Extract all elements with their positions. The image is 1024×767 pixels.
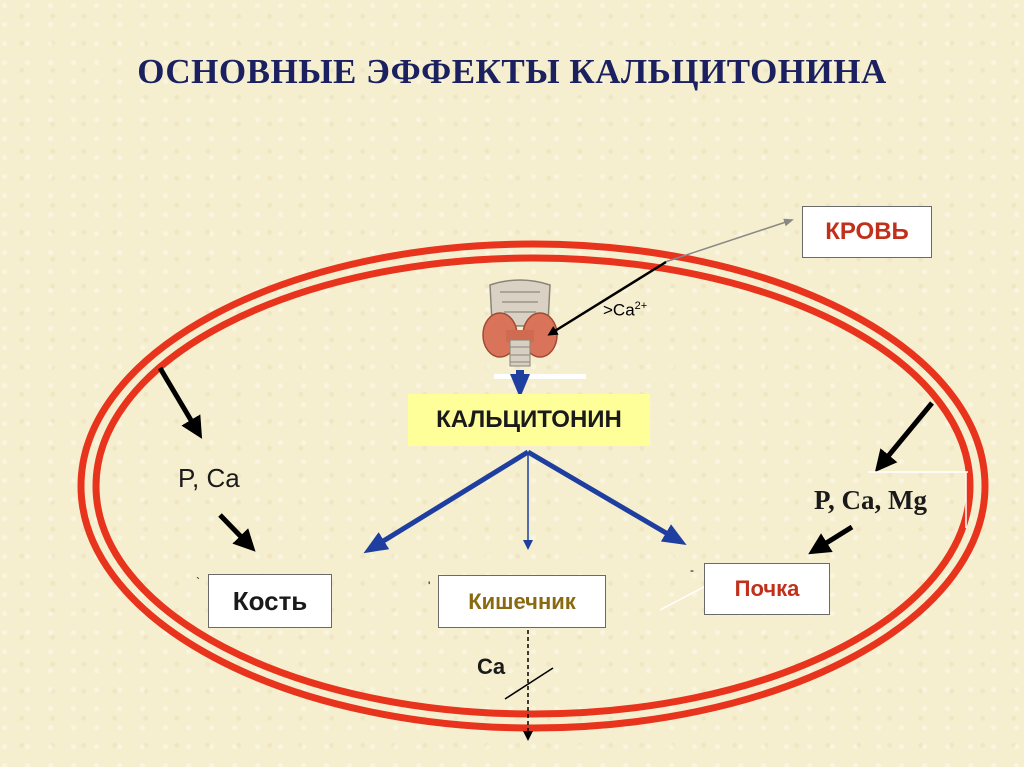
bone-label: Кость	[232, 585, 308, 616]
intestine-label: Кишечник	[468, 588, 576, 614]
ca-to-gland-arrow	[547, 260, 667, 336]
thyroid-gland-icon	[482, 279, 558, 367]
hormone-to-kidney-arrow	[526, 449, 687, 546]
blood-label: КРОВЬ	[825, 218, 909, 245]
kidney-label: Почка	[734, 576, 800, 601]
bone-tick: `	[196, 575, 200, 589]
hormone-box: КАЛЬЦИТОНИН	[408, 394, 650, 446]
left-upper-arrow	[157, 366, 203, 439]
outer-ellipse	[77, 240, 989, 732]
right-ions-label: P, Ca, Mg	[814, 485, 927, 515]
bottom-calcium-label: Ca	[477, 654, 506, 679]
blood-calcium-label: >Ca2+	[603, 300, 647, 321]
right-lower-arrow	[808, 524, 854, 555]
inner-ellipse	[92, 254, 974, 718]
intestine-tick: '	[428, 579, 430, 593]
blood-box: КРОВЬ	[802, 206, 932, 258]
kidney-box: Почка	[704, 563, 830, 615]
hormone-label: КАЛЬЦИТОНИН	[436, 406, 622, 433]
ca-block-line	[504, 667, 554, 700]
left-ions-label: P, Ca	[178, 463, 240, 493]
blood-pointer-line	[664, 218, 794, 263]
bone-box: Кость	[208, 574, 332, 628]
hormone-to-bone-arrow	[363, 449, 530, 554]
page-title: ОСНОВНЫЕ ЭФФЕКТЫ КАЛЬЦИТОНИНА	[137, 52, 887, 91]
intestine-box: Кишечник	[438, 575, 606, 628]
blood-calcium-text: >Ca	[603, 300, 635, 320]
gland-stripe	[494, 374, 586, 379]
kidney-tick: -	[690, 563, 694, 577]
left-lower-arrow	[218, 513, 256, 552]
blood-calcium-charge: 2+	[634, 300, 648, 312]
right-upper-arrow	[874, 401, 934, 473]
